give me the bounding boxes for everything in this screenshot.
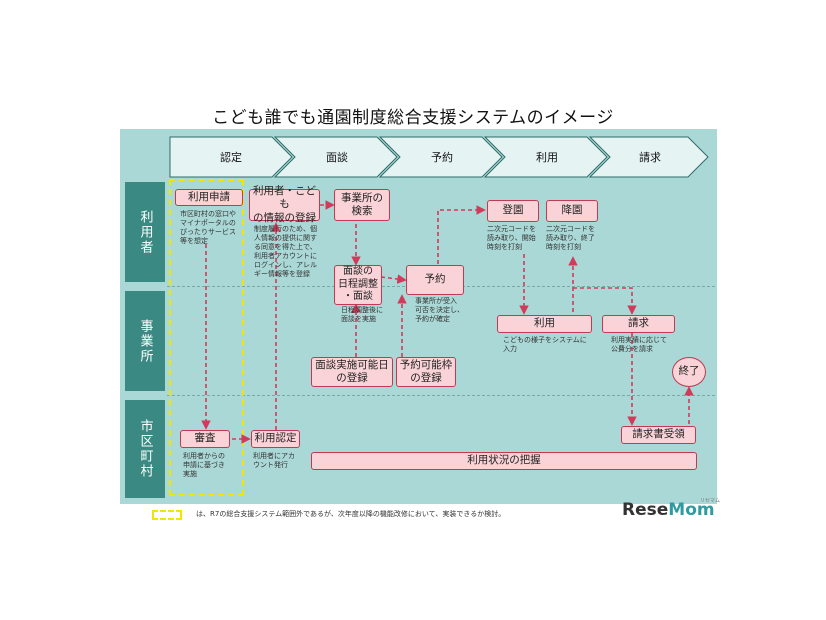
arrow-yoyaku-toen [437, 205, 486, 264]
note-nintei: 利用者にアカ ウント発行 [253, 452, 295, 470]
resemom-logo: ReseMom [622, 500, 715, 520]
box-haaku: 利用状況の把握 [311, 452, 697, 470]
box-shuryo: 終了 [672, 357, 706, 387]
row-head-shikuchoson: 市区町村 [125, 400, 165, 498]
phase-chevron-4 [483, 136, 608, 178]
legend-text: は、R7の総合支援システム範囲外であるが、次年度以降の機能改修において、実装でき… [196, 510, 506, 518]
box-toen: 登園 [487, 200, 539, 222]
note-nittei: 日程調整後に 面談を実施 [341, 306, 383, 324]
note-koen: 二次元コードを 読み取り、終了 時刻を打刻 [546, 225, 595, 252]
phase-chevron-2 [273, 136, 398, 178]
phase-chevron-3 [378, 136, 503, 178]
note-riyou: こどもの様子をシステムに 入力 [503, 336, 587, 354]
box-yoyaku-kanou: 予約可能枠 の登録 [396, 357, 456, 387]
phase-label-riyou: 利用 [536, 151, 558, 164]
note-shinsa: 利用者からの 申請に基づき 実施 [183, 452, 225, 479]
note-yoyaku: 事業所が受入 可否を決定し、 予約が確定 [415, 297, 464, 324]
logo-sub-text: リセマム [700, 498, 721, 504]
note-toen: 二次元コードを 読み取り、開始 時刻を打刻 [487, 225, 536, 252]
box-kensaku: 事業所の 検索 [334, 189, 390, 221]
box-riyou-shinsei: 利用申請 [175, 189, 243, 206]
phase-chevron-1 [169, 136, 293, 178]
box-riyou: 利用 [497, 315, 592, 333]
box-yoyaku: 予約 [406, 265, 464, 295]
legend-scope-swatch [152, 510, 182, 520]
phase-label-mendan: 面談 [326, 151, 348, 164]
row-head-riyousha: 利用者 [125, 182, 165, 282]
logo-main-text: Rese [622, 500, 669, 520]
box-shinsa: 審査 [180, 430, 230, 448]
note-toroku: 制度履行のため、個 人情報の提供に関す る同意を得た上で、 利用者アカウントに … [254, 225, 317, 279]
phase-chevron-5 [588, 136, 709, 178]
arrow-nittei-yoyaku [380, 274, 407, 284]
phase-label-nintei: 認定 [220, 151, 242, 164]
row-divider-2 [167, 395, 715, 396]
box-koen: 降園 [546, 200, 598, 222]
box-mendan-kanou: 面談実施可能日 の登録 [311, 357, 393, 387]
phase-label-seikyu: 請求 [639, 151, 661, 164]
out-of-scope-region [169, 179, 244, 496]
logo-accent-text: Mom [668, 500, 715, 520]
note-seikyu: 利用実績に応じて 公費分を請求 [611, 336, 667, 354]
box-seikyusho: 請求書受領 [621, 426, 696, 444]
note-shinsei: 市区町村の窓口や マイナポータルの ぴったりサービス 等を想定 [180, 210, 236, 246]
box-nittei: 面談の 日程調整 ・面談 [334, 265, 382, 305]
phase-label-yoyaku: 予約 [431, 151, 453, 164]
box-toroku: 利用者・こども の情報の登録 [249, 185, 320, 224]
diagram-title: こども誰でも通園制度総合支援システムのイメージ [212, 108, 614, 128]
box-riyou-nintei: 利用認定 [251, 430, 300, 448]
arrow-koen-seikyu [573, 287, 637, 315]
row-head-jigyousho: 事業所 [125, 291, 165, 391]
box-seikyu: 請求 [602, 315, 675, 333]
